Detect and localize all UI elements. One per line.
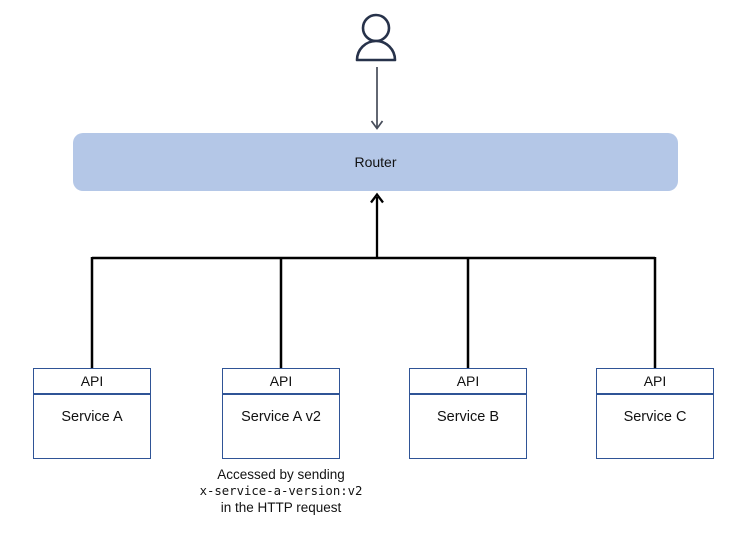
service-box-a: API Service A (33, 368, 151, 459)
router-node: Router (73, 133, 678, 191)
annotation-header-code: x-service-a-version:v2 (199, 484, 363, 498)
service-name: Service A v2 (241, 409, 321, 425)
router-label: Router (354, 154, 397, 170)
api-label: API (34, 369, 150, 395)
services-to-router-arrow (370, 192, 384, 259)
service-name: Service C (623, 409, 687, 425)
api-label: API (410, 369, 526, 395)
service-name: Service A (61, 409, 123, 425)
api-label: API (597, 369, 713, 395)
annotation-line-1: Accessed by sending (217, 467, 345, 482)
api-label: API (223, 369, 339, 395)
person-icon (355, 13, 397, 62)
branch-tree (90, 256, 657, 368)
user-to-router-arrow (370, 67, 384, 130)
annotation-line-3: in the HTTP request (220, 500, 342, 515)
version-annotation: Accessed by sending x-service-a-version:… (161, 466, 401, 516)
service-box-a-v2: API Service A v2 (222, 368, 340, 459)
service-name: Service B (436, 409, 500, 425)
service-box-c: API Service C (596, 368, 714, 459)
service-box-b: API Service B (409, 368, 527, 459)
